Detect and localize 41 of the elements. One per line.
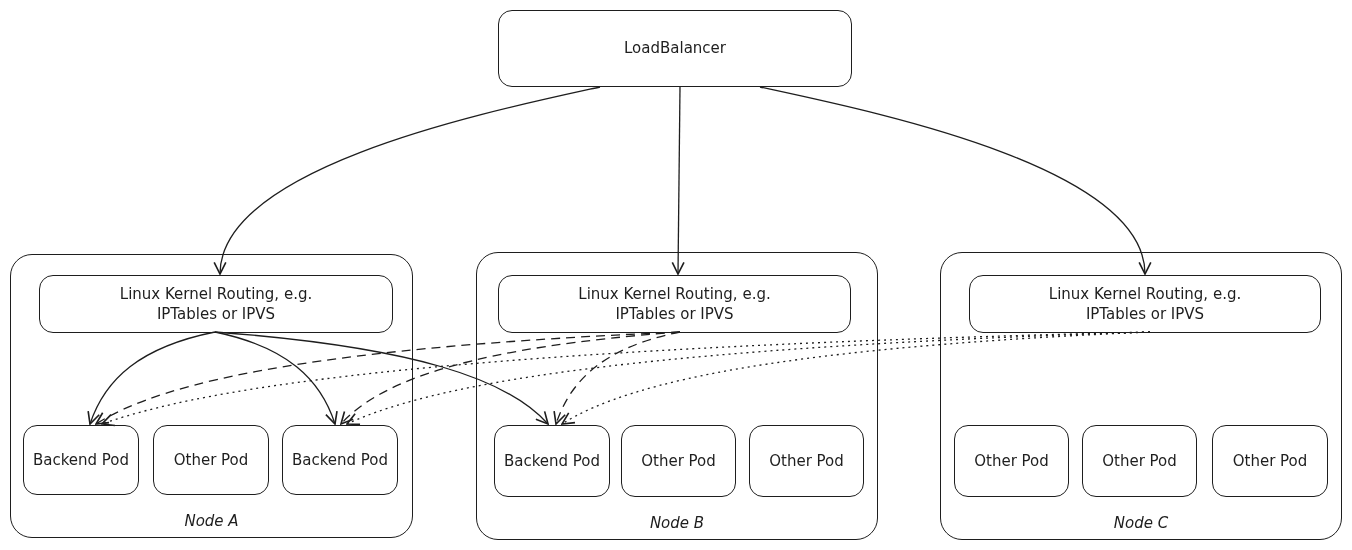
box-label: Other Pod (641, 450, 716, 472)
box-label: Other Pod (769, 450, 844, 472)
box-label: Other Pod (173, 449, 249, 471)
box-label: Linux Kernel Routing, e.g. IPTables or IPVS (1047, 283, 1243, 325)
arrow (553, 331, 681, 425)
routing-box (39, 275, 393, 333)
box-label: Other Pod (1102, 450, 1177, 472)
pod-box (23, 425, 139, 495)
pod-box (954, 425, 1069, 497)
node-label: Node B (649, 512, 705, 533)
node-label: Node A (184, 510, 239, 531)
box-label: LoadBalancer (624, 38, 726, 59)
box-label: Linux Kernel Routing, e.g. IPTables or IPVS (118, 283, 314, 325)
pod-box (153, 425, 269, 495)
box-label: Backend Pod (32, 449, 130, 471)
routing-box (969, 275, 1321, 333)
node-label: Node C (1113, 512, 1169, 533)
pod-box (494, 425, 610, 497)
arrow (95, 331, 681, 425)
arrow (561, 331, 1151, 425)
pod-box (1082, 425, 1197, 497)
pod-box (282, 425, 398, 495)
node-container (10, 254, 413, 538)
arrow (215, 86, 601, 275)
node-container (476, 252, 878, 540)
pod-box (621, 425, 736, 497)
node-container (940, 252, 1342, 540)
arrow (759, 86, 1150, 275)
box-label: Backend Pod (503, 450, 601, 472)
load-balancer-box (498, 10, 852, 87)
box-label: Other Pod (1232, 450, 1308, 472)
arrow (214, 331, 549, 425)
box-label: Other Pod (974, 450, 1049, 472)
pod-box (749, 425, 864, 497)
routing-box (498, 275, 851, 333)
box-label: Linux Kernel Routing, e.g. IPTables or IPVS (577, 283, 772, 325)
pod-box (1212, 425, 1328, 497)
arrow (340, 331, 681, 425)
box-label: Backend Pod (291, 449, 389, 471)
arrow (671, 86, 685, 275)
arrow (87, 331, 216, 425)
